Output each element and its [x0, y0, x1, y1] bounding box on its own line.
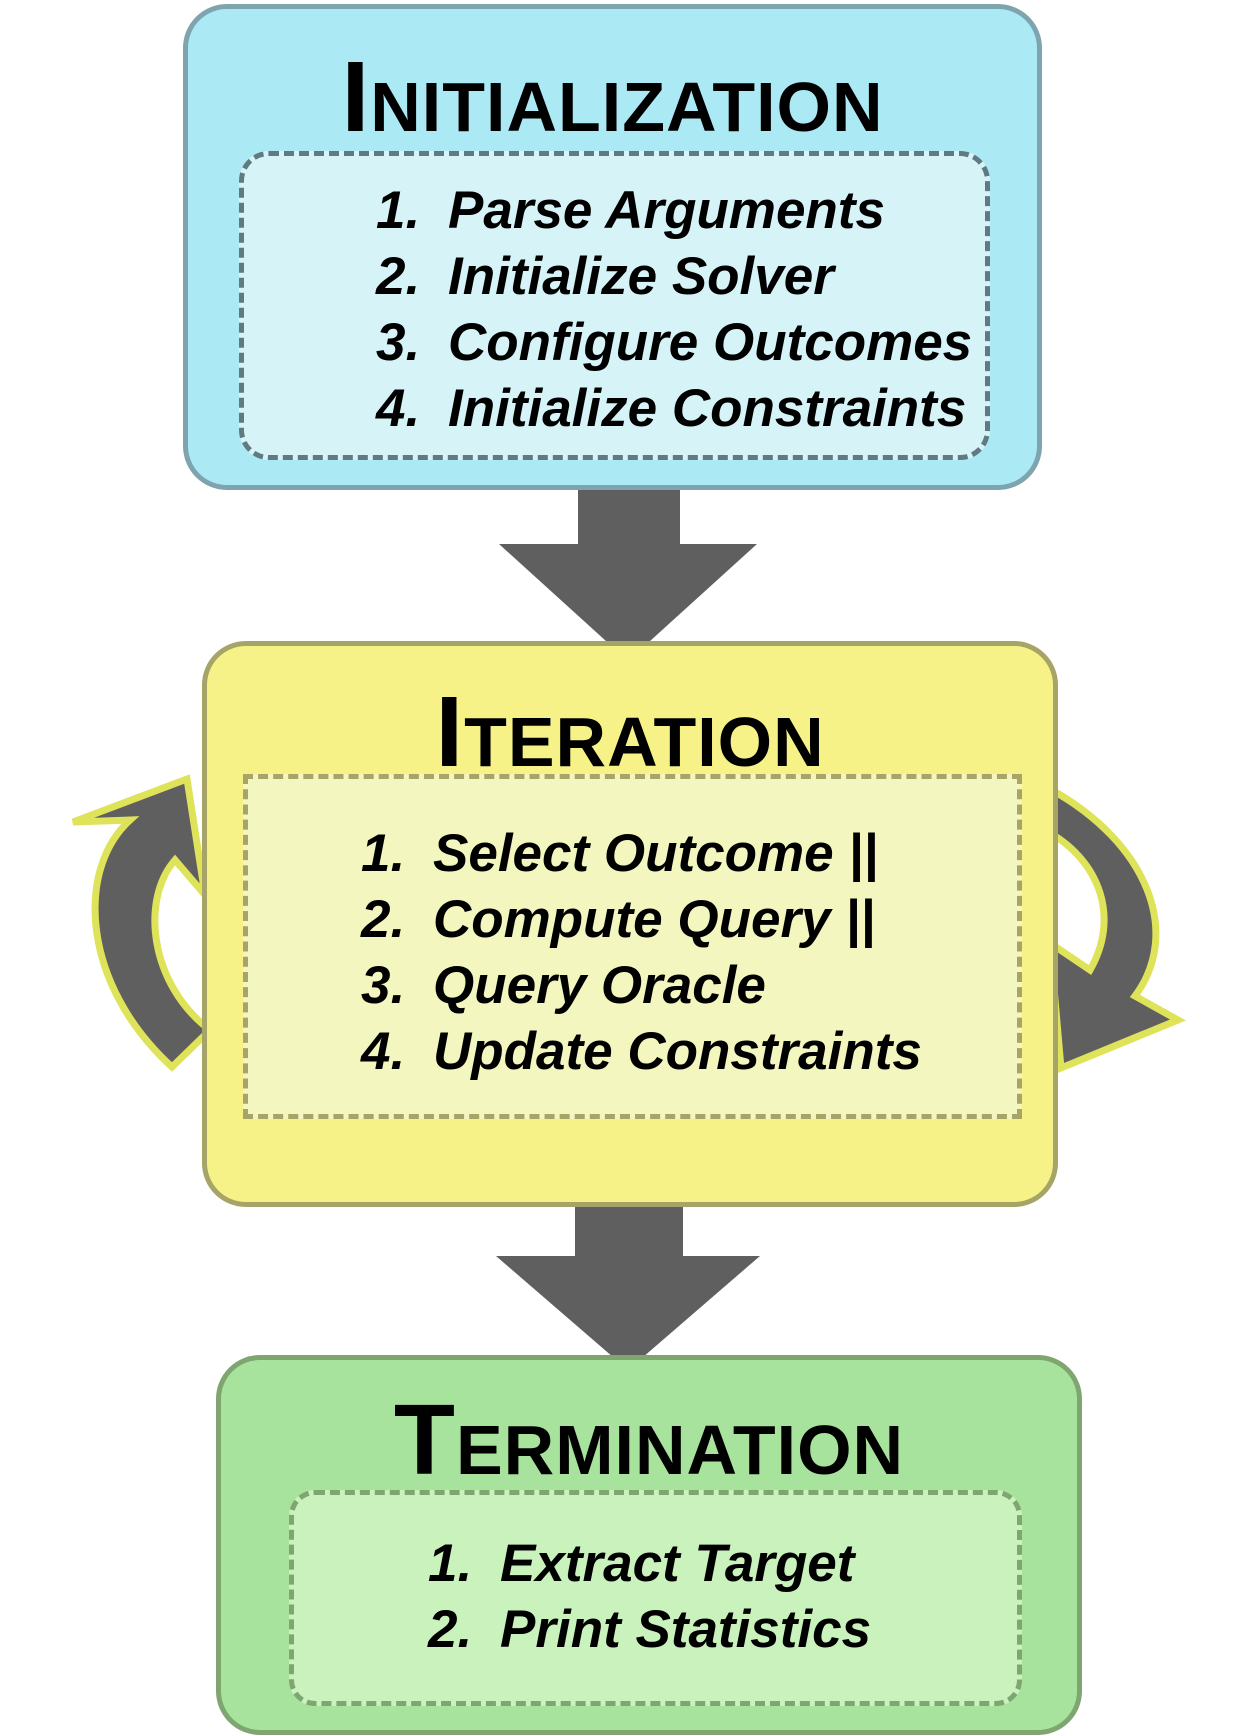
- step-label: Configure Outcomes: [448, 313, 973, 372]
- termination-step-list: 1. Extract Target 2. Print Statistics: [428, 1531, 871, 1663]
- step-number: 2.: [376, 247, 421, 306]
- step-number: 2.: [361, 890, 406, 949]
- step-number: 3.: [361, 956, 406, 1015]
- termination-steps-box: 1. Extract Target 2. Print Statistics: [289, 1490, 1022, 1706]
- step-label: Update Constraints: [433, 1022, 922, 1081]
- step-label: Select Outcome ||: [433, 824, 878, 883]
- iteration-stage: Iteration 1. Select Outcome || 2. Comput…: [202, 641, 1058, 1207]
- step-label: Print Statistics: [500, 1600, 872, 1659]
- stage-title-initialization: Initialization: [341, 41, 884, 153]
- step-label: Initialize Solver: [448, 247, 834, 306]
- initialization-steps-box: 1. Parse Arguments 2. Initialize Solver …: [239, 151, 990, 460]
- list-item: 2. Initialize Solver: [376, 244, 972, 310]
- step-label: Query Oracle: [433, 956, 766, 1015]
- initialization-stage: Initialization 1. Parse Arguments 2. Ini…: [183, 4, 1042, 490]
- stage-title-termination: Termination: [393, 1384, 905, 1496]
- list-item: 4. Initialize Constraints: [376, 376, 972, 442]
- step-number: 1.: [361, 824, 406, 883]
- initialization-step-list: 1. Parse Arguments 2. Initialize Solver …: [376, 178, 972, 442]
- step-number: 2.: [428, 1600, 473, 1659]
- step-number: 4.: [376, 379, 421, 438]
- curved-arrow-up-icon: [71, 774, 216, 1072]
- down-arrow-icon: [496, 1181, 760, 1370]
- list-item: 1. Extract Target: [428, 1531, 871, 1597]
- step-label: Parse Arguments: [448, 181, 885, 240]
- list-item: 1. Select Outcome ||: [361, 821, 922, 887]
- step-label: Initialize Constraints: [448, 379, 967, 438]
- step-number: 3.: [376, 313, 421, 372]
- step-number: 1.: [428, 1534, 473, 1593]
- stage-title-iteration: Iteration: [435, 676, 825, 788]
- step-number: 4.: [361, 1022, 406, 1081]
- list-item: 2. Print Statistics: [428, 1597, 871, 1663]
- step-number: 1.: [376, 181, 421, 240]
- list-item: 2. Compute Query ||: [361, 887, 922, 953]
- down-arrow-icon: [499, 470, 757, 661]
- step-label: Compute Query ||: [433, 890, 875, 949]
- list-item: 1. Parse Arguments: [376, 178, 972, 244]
- iteration-steps-box: 1. Select Outcome || 2. Compute Query ||…: [243, 774, 1022, 1119]
- list-item: 4. Update Constraints: [361, 1019, 922, 1085]
- termination-stage: Termination 1. Extract Target 2. Print S…: [216, 1355, 1082, 1735]
- iteration-step-list: 1. Select Outcome || 2. Compute Query ||…: [361, 821, 922, 1085]
- list-item: 3. Query Oracle: [361, 953, 922, 1019]
- list-item: 3. Configure Outcomes: [376, 310, 972, 376]
- curved-arrow-down-icon: [1045, 783, 1187, 1074]
- step-label: Extract Target: [500, 1534, 855, 1593]
